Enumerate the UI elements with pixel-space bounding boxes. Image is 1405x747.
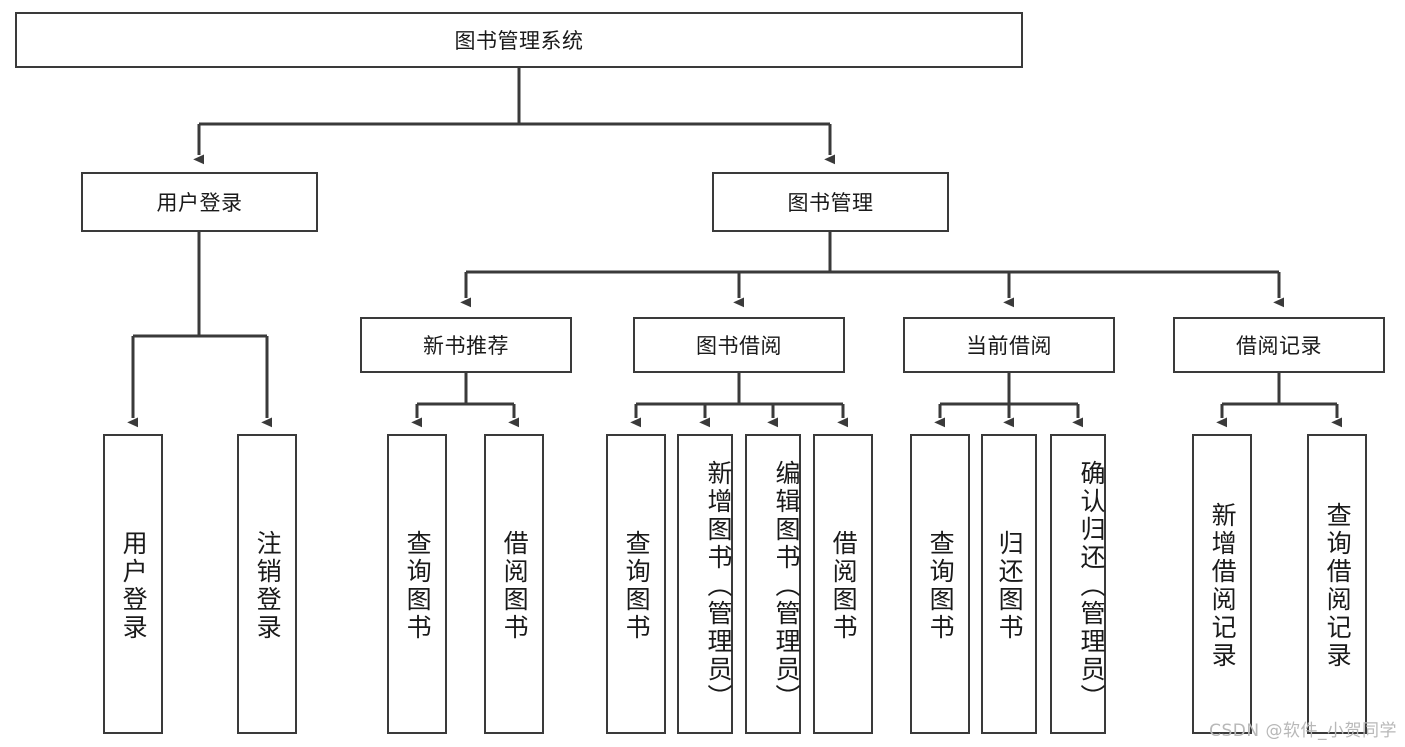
leaf-label: 查询借阅记录 — [1323, 502, 1353, 670]
leaf-current-borrow-return-book[interactable]: 归还图书 — [981, 434, 1037, 734]
leaf-label: 借阅图书 — [500, 530, 530, 642]
leaf-book-borrow-borrow-book[interactable]: 借阅图书 — [813, 434, 873, 734]
leaf-label: 注销登录 — [253, 530, 283, 642]
leaf-book-borrow-add-book-admin[interactable]: 新增图书（管理员） — [677, 434, 733, 734]
leaf-borrow-record-add-record[interactable]: 新增借阅记录 — [1192, 434, 1252, 734]
node-root-book-management-system[interactable]: 图书管理系统 — [15, 12, 1023, 68]
leaf-label: 借阅图书 — [829, 530, 859, 642]
node-user-login-label: 用户登录 — [156, 191, 243, 215]
node-borrow-record-label: 借阅记录 — [1236, 334, 1322, 358]
leaf-label: 用户登录 — [119, 530, 149, 642]
leaf-new-book-query-book[interactable]: 查询图书 — [387, 434, 447, 734]
node-book-borrow-label: 图书借阅 — [696, 334, 782, 358]
node-current-borrow[interactable]: 当前借阅 — [903, 317, 1115, 373]
leaf-label: 查询图书 — [926, 530, 956, 642]
node-current-borrow-label: 当前借阅 — [966, 334, 1052, 358]
leaf-current-borrow-query-book[interactable]: 查询图书 — [910, 434, 970, 734]
leaf-borrow-record-query-record[interactable]: 查询借阅记录 — [1307, 434, 1367, 734]
leaf-label: 确认归还（管理员） — [1077, 460, 1106, 712]
node-borrow-record[interactable]: 借阅记录 — [1173, 317, 1385, 373]
leaf-user-login-logout[interactable]: 注销登录 — [237, 434, 297, 734]
node-book-management-label: 图书管理 — [787, 191, 874, 215]
node-new-book-recommend-label: 新书推荐 — [423, 334, 509, 358]
node-new-book-recommend[interactable]: 新书推荐 — [360, 317, 572, 373]
leaf-book-borrow-query-book[interactable]: 查询图书 — [606, 434, 666, 734]
node-user-login[interactable]: 用户登录 — [81, 172, 318, 232]
leaf-label: 查询图书 — [622, 530, 652, 642]
leaf-label: 新增图书（管理员） — [704, 460, 733, 712]
leaf-book-borrow-edit-book-admin[interactable]: 编辑图书（管理员） — [745, 434, 801, 734]
leaf-label: 查询图书 — [403, 530, 433, 642]
leaf-new-book-borrow-book[interactable]: 借阅图书 — [484, 434, 544, 734]
node-book-borrow[interactable]: 图书借阅 — [633, 317, 845, 373]
leaf-label: 新增借阅记录 — [1208, 502, 1238, 670]
leaf-user-login-login[interactable]: 用户登录 — [103, 434, 163, 734]
node-book-management[interactable]: 图书管理 — [712, 172, 949, 232]
leaf-current-borrow-confirm-return-admin[interactable]: 确认归还（管理员） — [1050, 434, 1106, 734]
node-root-label: 图书管理系统 — [454, 29, 584, 53]
leaf-label: 归还图书 — [995, 530, 1025, 642]
leaf-label: 编辑图书（管理员） — [772, 460, 801, 712]
